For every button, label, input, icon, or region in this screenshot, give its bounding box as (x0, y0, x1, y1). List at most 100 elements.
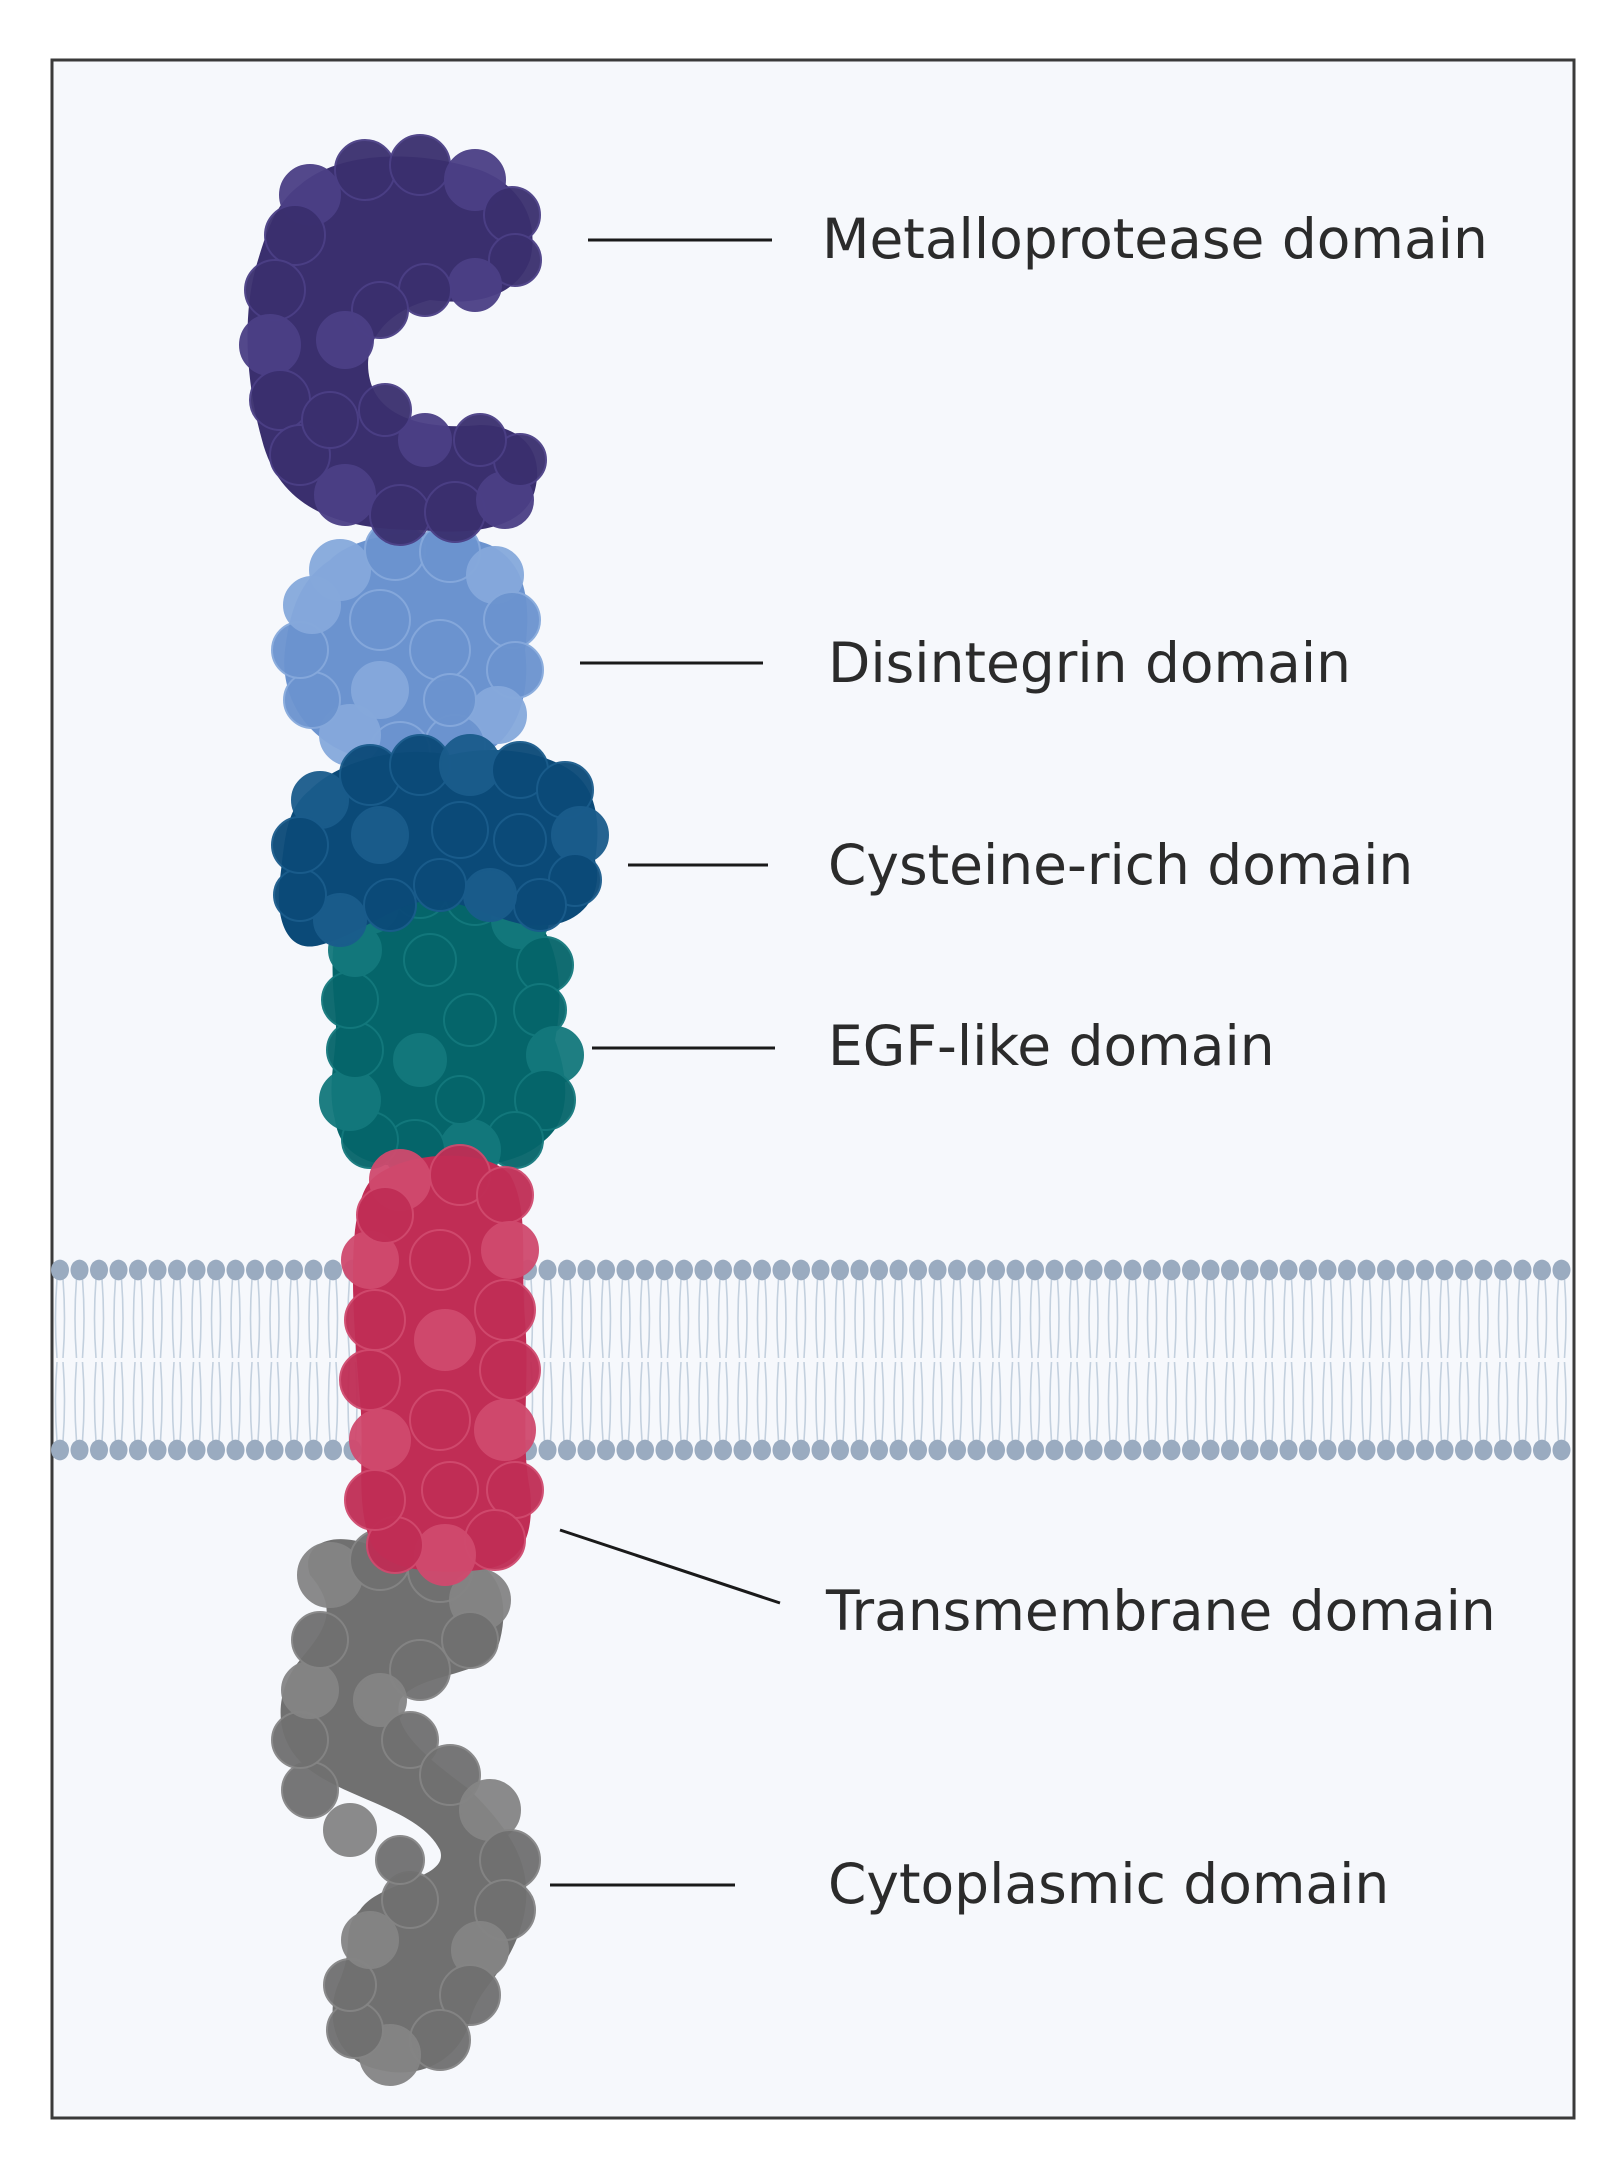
lipid-tail (881, 1361, 885, 1442)
lipid-head (109, 1259, 128, 1281)
lipid-tail (620, 1278, 624, 1359)
lipid-tail (159, 1278, 163, 1359)
domain-texture-bump (439, 1964, 501, 2026)
lipid-tail (198, 1278, 202, 1359)
domain-texture-bump (441, 1611, 499, 1669)
domain-texture-bump (313, 893, 367, 947)
lipid-head (1143, 1439, 1161, 1461)
lipid-tail (542, 1278, 546, 1359)
domain-texture-bump (291, 1611, 349, 1669)
lipid-tail (873, 1278, 877, 1359)
lipid-head (831, 1439, 849, 1461)
lipid-tail (900, 1361, 904, 1442)
lipid-head (1026, 1259, 1044, 1281)
lipid-tail (1485, 1278, 1489, 1359)
lipid-head (1240, 1259, 1259, 1281)
lipid-head (1006, 1439, 1025, 1461)
lipid-head (304, 1439, 323, 1461)
lipid-tail (1212, 1361, 1216, 1442)
lipid-tail (666, 1278, 670, 1359)
lipid-tail (120, 1278, 124, 1359)
lipid-head (1377, 1259, 1395, 1281)
lipid-tail (1497, 1278, 1501, 1359)
lipid-tail (1446, 1278, 1450, 1359)
lipid-tail (764, 1361, 768, 1442)
lipid-tail (717, 1361, 721, 1442)
lipid-tail (54, 1361, 58, 1442)
lipid-head (1396, 1439, 1415, 1461)
lipid-tail (1263, 1278, 1267, 1359)
lipid-tail (1302, 1361, 1306, 1442)
lipid-head (1357, 1259, 1376, 1281)
lipid-tail (1115, 1278, 1119, 1359)
lipid-head (70, 1439, 89, 1461)
domain-texture-bump (271, 816, 329, 874)
lipid-tail (1427, 1361, 1431, 1442)
lipid-tail (698, 1278, 702, 1359)
lipid-tail (191, 1278, 195, 1359)
lipid-tail (1134, 1278, 1138, 1359)
lipid-head (694, 1439, 713, 1461)
domain-texture-bump (283, 671, 341, 729)
lipid-head (285, 1259, 303, 1281)
domain-texture-bump (403, 933, 457, 987)
domain-texture-bump (514, 1069, 576, 1131)
lipid-tail (1263, 1361, 1267, 1442)
lipid-tail (678, 1361, 682, 1442)
lipid-tail (1563, 1278, 1567, 1359)
lipid-head (207, 1439, 225, 1461)
lipid-tail (569, 1278, 573, 1359)
domain-texture-bump (483, 591, 541, 649)
lipid-tail (1037, 1361, 1041, 1442)
lipid-head (792, 1439, 810, 1461)
domain-texture-bump (341, 1911, 399, 1969)
lipid-tail (737, 1278, 741, 1359)
lipid-tail (1563, 1361, 1567, 1442)
lipid-tail (288, 1361, 292, 1442)
lipid-head (733, 1259, 752, 1281)
lipid-tail (1154, 1278, 1158, 1359)
lipid-head (850, 1439, 869, 1461)
lipid-head (129, 1439, 147, 1461)
lipid-tail (81, 1361, 85, 1442)
lipid-tail (744, 1278, 748, 1359)
lipid-tail (600, 1361, 604, 1442)
lipid-tail (795, 1278, 799, 1359)
lipid-tail (842, 1278, 846, 1359)
lipid-tail (276, 1361, 280, 1442)
lipid-tail (296, 1361, 300, 1442)
lipid-tail (269, 1361, 273, 1442)
lipid-tail (815, 1278, 819, 1359)
lipid-head (109, 1439, 128, 1461)
lipid-tail (737, 1361, 741, 1442)
lipid-tail (1407, 1278, 1411, 1359)
lipid-tail (1407, 1361, 1411, 1442)
lipid-head (1260, 1259, 1278, 1281)
lipid-tail (1349, 1361, 1353, 1442)
lipid-tail (959, 1361, 963, 1442)
lipid-head (675, 1439, 693, 1461)
lipid-tail (725, 1278, 729, 1359)
transmembrane-domain-texture (339, 1144, 544, 1586)
lipid-head (967, 1259, 986, 1281)
domain-texture-bump (419, 1744, 481, 1806)
lipid-head (1435, 1259, 1454, 1281)
domain-texture-bump (409, 619, 471, 681)
domain-texture-bump (319, 1069, 381, 1131)
lipid-tail (1056, 1361, 1060, 1442)
lipid-head (1260, 1439, 1278, 1461)
lipid-tail (776, 1278, 780, 1359)
lipid-tail (1134, 1361, 1138, 1442)
lipid-tail (608, 1361, 612, 1442)
lipid-tail (1556, 1278, 1560, 1359)
lipid-tail (1205, 1278, 1209, 1359)
lipid-tail (179, 1278, 183, 1359)
lipid-head (1396, 1259, 1415, 1281)
lipid-tail (1400, 1278, 1404, 1359)
lipid-tail (1517, 1361, 1521, 1442)
lipid-tail (81, 1278, 85, 1359)
lipid-tail (249, 1278, 253, 1359)
domain-texture-bump (369, 484, 431, 546)
domain-labels: Metalloprotease domain Disintegrin domai… (822, 207, 1496, 1916)
lipid-tails (54, 1278, 1567, 1442)
